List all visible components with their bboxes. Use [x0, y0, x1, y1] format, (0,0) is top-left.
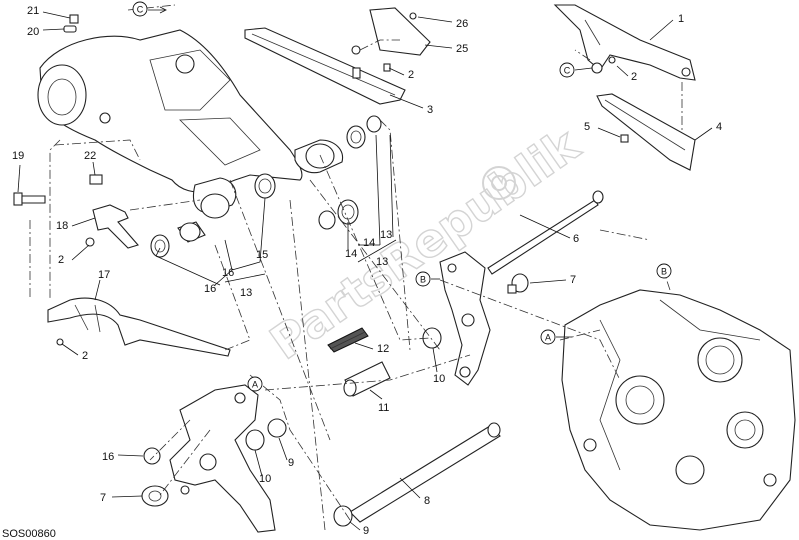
callouts: 21 20 1 2 2 3 25 26 4 5 6 7 8 9 9 10 10 … — [12, 5, 722, 537]
callout-26: 26 — [456, 18, 468, 30]
callout-9-lower: 9 — [363, 525, 369, 537]
callout-5: 5 — [584, 121, 590, 133]
callout-2-guard: 2 — [631, 71, 637, 83]
reference-mark-c-lower: C — [559, 62, 593, 78]
bolt-21 — [13, 192, 46, 206]
reference-mark-c-upper: C — [132, 1, 167, 17]
callout-7-upper: 7 — [570, 274, 576, 286]
rubber-7-lower — [141, 485, 169, 507]
spacer-12 — [327, 327, 369, 353]
bolt-24 — [63, 14, 79, 33]
callout-19: 17 — [98, 269, 110, 281]
callout-16-lower: 16 — [204, 283, 216, 295]
reference-mark-b-left: B — [415, 271, 440, 287]
callout-10-lower: 10 — [259, 473, 271, 485]
swingarm — [37, 29, 344, 219]
callout-18: 16 — [102, 451, 114, 463]
svg-text:C: C — [564, 66, 571, 76]
bush-10-lower — [245, 429, 265, 451]
engine-crankcase — [561, 289, 796, 531]
watermark-gear-icon — [482, 166, 516, 200]
grease-nipple-22 — [89, 174, 103, 185]
bush-18 — [143, 447, 161, 465]
callout-10-upper: 10 — [433, 373, 445, 385]
callout-2-upper: 2 — [408, 69, 414, 81]
callout-12: 12 — [377, 343, 389, 355]
svg-text:B: B — [661, 267, 667, 277]
reference-mark-a-right: A — [540, 329, 572, 345]
callout-15: 14 — [363, 237, 375, 249]
callout-2-guard-lower: 2 — [82, 350, 88, 362]
screw-2-upper — [383, 63, 391, 72]
svg-text:C: C — [137, 5, 144, 15]
callout-14-lower: 14 — [345, 248, 357, 260]
bearing-set-16-17 — [150, 173, 276, 258]
chain-slider-4 — [596, 93, 696, 171]
bush-11 — [343, 361, 391, 397]
callout-8: 8 — [424, 495, 430, 507]
callout-22: 22 — [84, 150, 96, 162]
callout-13-upper: 13 — [376, 256, 388, 268]
bracket-20 — [85, 204, 139, 249]
callout-20: 18 — [56, 220, 68, 232]
callout-6: 6 — [573, 233, 579, 245]
callout-1: 1 — [678, 13, 684, 25]
bearing-set-14-15 — [318, 115, 382, 230]
callout-13-lower: 13 — [240, 287, 252, 299]
bolt-6 — [487, 190, 604, 275]
svg-text:A: A — [252, 380, 258, 390]
chain-slider-3 — [244, 27, 406, 105]
heel-guard-19 — [47, 297, 231, 357]
callout-9-mid: 9 — [288, 457, 294, 469]
assembly-lines — [29, 4, 683, 531]
reference-mark-b-right: B — [656, 263, 672, 279]
reference-mark-a-left: A — [247, 376, 263, 392]
callout-14-upper: 13 — [380, 229, 392, 241]
rubber-7-upper — [507, 273, 529, 294]
callout-7-lower: 7 — [100, 492, 106, 504]
callout-23: 20 — [27, 26, 39, 38]
washer-9-lower — [333, 505, 353, 527]
callout-16-upper: 15 — [256, 249, 268, 261]
callout-3: 3 — [427, 104, 433, 116]
callout-2-bracket: 2 — [58, 254, 64, 266]
chain-guard-1 — [553, 4, 696, 81]
drawing-code: SOS00860 — [2, 528, 56, 540]
washer-9-mid — [267, 418, 287, 438]
guard-25 — [369, 7, 431, 56]
leader-lines — [17, 11, 713, 531]
svg-text:A: A — [545, 333, 551, 343]
spindle-8 — [349, 422, 501, 523]
callout-21: 19 — [12, 150, 24, 162]
svg-text:B: B — [420, 275, 426, 285]
callout-25: 25 — [456, 43, 468, 55]
mount-plate — [439, 251, 491, 386]
footrest-bracket — [169, 384, 276, 533]
callout-4: 4 — [716, 121, 722, 133]
callout-17: 16 — [222, 267, 234, 279]
callout-24: 21 — [27, 5, 39, 17]
callout-11: 11 — [378, 402, 389, 414]
